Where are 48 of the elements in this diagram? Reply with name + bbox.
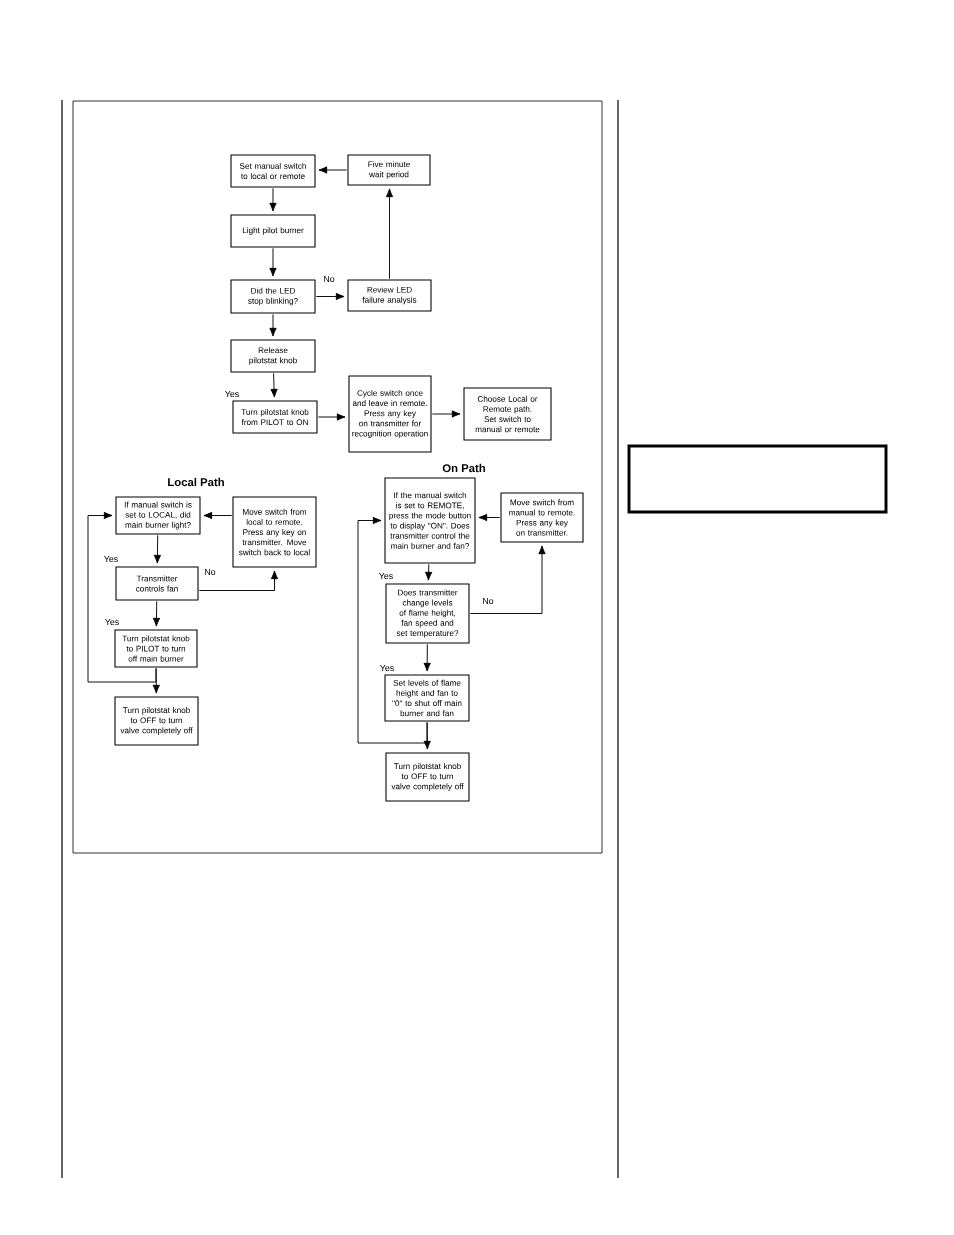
process-box: Did the LED stop blinking? — [230, 279, 316, 314]
arrow — [269, 247, 277, 277]
process-box: Set levels of flame height and fan to "0" to shut off main burner and fan — [384, 674, 470, 722]
process-box: Five minute wait period — [347, 154, 431, 186]
process-box: Turn pilotstat knob to OFF to turn valve completely off — [114, 696, 199, 746]
process-box: If the manual switch is set to REMOTE, press the mode button to display "ON". Does transmitter control the main burner and fan? — [384, 477, 476, 564]
edge-label: Yes — [379, 664, 395, 672]
arrow — [318, 166, 348, 174]
edge-label: Yes — [224, 390, 240, 398]
arrow — [423, 643, 431, 672]
arrow — [431, 410, 461, 418]
arrow — [269, 187, 277, 212]
edge-label: Yes — [378, 572, 394, 580]
arrow — [478, 513, 501, 522]
process-box: Does transmitter change levels of flame height, fan speed and set temperature? — [385, 583, 470, 644]
process-box: Release pilotstat knob — [230, 339, 316, 373]
arrow — [198, 570, 279, 591]
arrow — [315, 292, 345, 301]
process-box: Turn pilotstat knob from PILOT to ON — [232, 400, 318, 434]
arrow — [469, 545, 546, 614]
process-box: Move switch from local to remote. Press any key on transmitter. Move switch back to local — [232, 496, 317, 568]
process-box: If manual switch is set to LOCAL, did main burner light? — [115, 496, 201, 535]
arrow — [153, 534, 162, 564]
process-box: Turn pilotstat knob to OFF to turn valve completely off — [385, 752, 470, 802]
arrow — [385, 188, 394, 280]
arrow — [203, 511, 233, 520]
arrow — [270, 372, 278, 398]
edge-label: No — [203, 568, 217, 576]
arrow — [152, 600, 161, 627]
process-box: Choose Local or Remote path. Set switch to manual or remote — [463, 387, 552, 441]
process-box: Set manual switch to local or remote — [230, 154, 316, 188]
edge-label: No — [481, 597, 495, 605]
edge-label: Yes — [103, 555, 119, 563]
edge-label: Yes — [104, 618, 120, 626]
arrow — [269, 313, 277, 337]
arrow — [317, 413, 346, 421]
section-heading: On Path — [442, 463, 485, 473]
process-box: Turn pilotstat knob to PILOT to turn off main burner — [114, 629, 198, 668]
process-box: Review LED failure analysis — [347, 279, 432, 312]
process-box: Light pilot burner — [230, 214, 316, 248]
arrow — [87, 511, 157, 683]
arrow — [357, 516, 428, 744]
process-box: Transmitter controls fan — [115, 566, 199, 601]
edge-label: No — [322, 275, 336, 283]
section-heading: Local Path — [168, 477, 224, 487]
process-box: Cycle switch once and leave in remote. Press any key on transmitter for recognition operation — [348, 375, 432, 453]
arrow — [425, 563, 433, 581]
process-box: Move switch from manual to remote. Press any key on transmitter. — [500, 492, 584, 543]
